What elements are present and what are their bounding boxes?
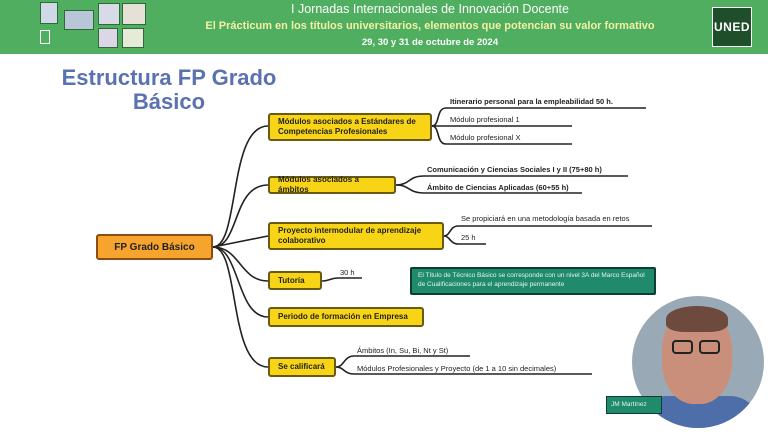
title-level-note: El Título de Técnico Básico se correspon…: [410, 267, 656, 295]
collage-photo: [122, 28, 144, 48]
branch-node-tutoria: Tutoría: [268, 271, 322, 290]
event-dates: 29, 30 y 31 de octubre de 2024: [361, 37, 499, 48]
connector-root-branch-4: [212, 246, 269, 282]
event-subtitle: El Prácticum en los títulos universitari…: [205, 20, 655, 32]
connector-branch-2-leaf-2: [395, 184, 582, 194]
collage-photo: [122, 3, 146, 25]
presenter-hair: [666, 306, 728, 332]
leaf-modulos-calificacion: Módulos Profesionales y Proyecto (de 1 a…: [357, 364, 557, 373]
collage-photo: [40, 30, 50, 44]
collage-photo: [40, 2, 58, 24]
branch-node-proyecto-intermodular: Proyecto intermodular de aprendizaje col…: [268, 222, 444, 250]
slide-title: Estructura FP Grado Básico: [61, 65, 277, 114]
connector-root-branch-5: [212, 246, 269, 318]
branch-node-modulos-ambitos: Módulos asociados a ámbitos: [268, 175, 396, 194]
leaf-modulo-1: Módulo profesional 1: [450, 115, 520, 124]
connector-branch-4-leaf-1: [321, 277, 362, 282]
collage-photo: [64, 10, 94, 30]
connector-root-branch-3: [212, 235, 269, 248]
event-title: I Jornadas Internacionales de Innovación…: [291, 2, 569, 16]
connector-root-branch-6: [212, 246, 269, 368]
presenter-glasses: [672, 340, 722, 354]
presenter-name-tag: JM Martínez: [606, 396, 662, 414]
leaf-ambitos-calificacion: Ámbitos (In, Su, Bi, Nt y St): [357, 346, 449, 355]
connector-root-branch-1: [212, 125, 269, 248]
leaf-25h: 25 h: [461, 233, 476, 242]
collage-photo: [98, 3, 120, 25]
leaf-comunicacion: Comunicación y Ciencias Sociales I y II …: [427, 165, 602, 174]
leaf-modulo-x: Módulo profesional X: [450, 133, 521, 142]
connector-branch-3-leaf-2: [443, 235, 486, 245]
branch-node-modulos-estandares: Módulos asociados a Estándares de Compet…: [268, 113, 432, 141]
root-node: FP Grado Básico: [96, 234, 213, 260]
branch-node-periodo-empresa: Periodo de formación en Empresa: [268, 307, 424, 327]
leaf-30h: 30 h: [340, 268, 355, 277]
connector-branch-1-leaf-3: [431, 125, 572, 145]
connector-branch-6-leaf-2: [335, 366, 592, 375]
banner-photo-collage: [40, 2, 152, 50]
leaf-itinerario: Itinerario personal para la empleabilida…: [450, 97, 613, 106]
leaf-ciencias-aplicadas: Ámbito de Ciencias Aplicadas (60+55 h): [427, 183, 569, 192]
branch-node-se-calificara: Se calificará: [268, 357, 336, 377]
collage-photo: [98, 28, 118, 48]
leaf-metodologia-retos: Se propiciará en una metodología basada …: [461, 214, 630, 223]
uned-logo: UNED: [712, 7, 752, 47]
event-banner: I Jornadas Internacionales de Innovación…: [0, 0, 768, 54]
presenter-webcam: [632, 296, 764, 428]
